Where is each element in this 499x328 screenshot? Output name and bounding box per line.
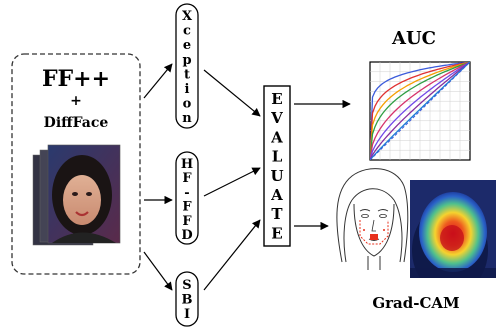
evaluate-letter: U	[270, 167, 283, 185]
arrow-dataset-sbi	[143, 251, 173, 291]
roc-curve-line	[370, 62, 470, 160]
arrow-dataset-xception	[143, 63, 173, 99]
roc-curve-line	[370, 62, 470, 160]
evaluate-letter: T	[271, 205, 283, 223]
roc-curve-line	[370, 62, 470, 160]
arrow-hfffd-evaluate	[203, 167, 261, 197]
hfffd-letter: F	[182, 171, 192, 186]
model-sbi: SBI	[175, 271, 199, 327]
arrow-xception-evaluate	[203, 69, 261, 117]
xception-letter: X	[182, 9, 193, 24]
hfffd-letter: H	[181, 157, 193, 172]
evaluate-letter: E	[271, 224, 282, 242]
xception-letter: t	[184, 67, 190, 82]
evaluate-letter: V	[270, 109, 283, 127]
roc-curve-line	[370, 62, 470, 160]
dataset-box: FF++ + DiffFace	[11, 53, 141, 275]
face-landmark-markers	[359, 220, 389, 245]
arrow-sbi-evaluate	[203, 219, 261, 291]
hfffd-letter: F	[182, 200, 192, 215]
xception-letter: c	[183, 24, 191, 39]
face-sketch	[336, 168, 409, 270]
evaluate-letter: A	[270, 128, 283, 146]
hfffd-letter: F	[182, 214, 192, 229]
roc-curve-plot	[369, 61, 471, 161]
xception-letter: p	[182, 53, 191, 68]
roc-curve-line	[370, 62, 470, 160]
roc-curve-line	[370, 62, 470, 160]
evaluate-letter: L	[272, 148, 283, 166]
sbi-letter: S	[182, 278, 191, 293]
roc-diagonal-line	[370, 62, 470, 160]
evaluate-letter: A	[270, 186, 283, 204]
xception-letter: e	[183, 38, 191, 53]
xception-letter: i	[185, 82, 190, 97]
gradcam-label: Grad-CAM	[372, 294, 459, 312]
dataset-subtitle: DiffFace	[44, 115, 109, 131]
model-hf-ffd: HF-FFD	[175, 151, 199, 245]
dataset-plus: +	[70, 93, 82, 109]
roc-curve-line	[370, 62, 470, 160]
dataset-title: FF++	[42, 66, 110, 92]
sbi-letter: B	[182, 293, 193, 308]
xception-letter: n	[182, 111, 192, 126]
evaluate-letter: E	[271, 90, 282, 108]
sbi-letter: I	[184, 307, 190, 322]
gradcam-heatmap-image	[410, 180, 496, 278]
arrows	[143, 63, 351, 291]
xception-letter: o	[183, 97, 192, 112]
roc-curve-line	[370, 62, 470, 160]
hfffd-letter: D	[181, 228, 192, 243]
auc-label: AUC	[391, 28, 436, 49]
face-frames-image	[32, 144, 121, 246]
hfffd-letter: -	[184, 185, 189, 200]
